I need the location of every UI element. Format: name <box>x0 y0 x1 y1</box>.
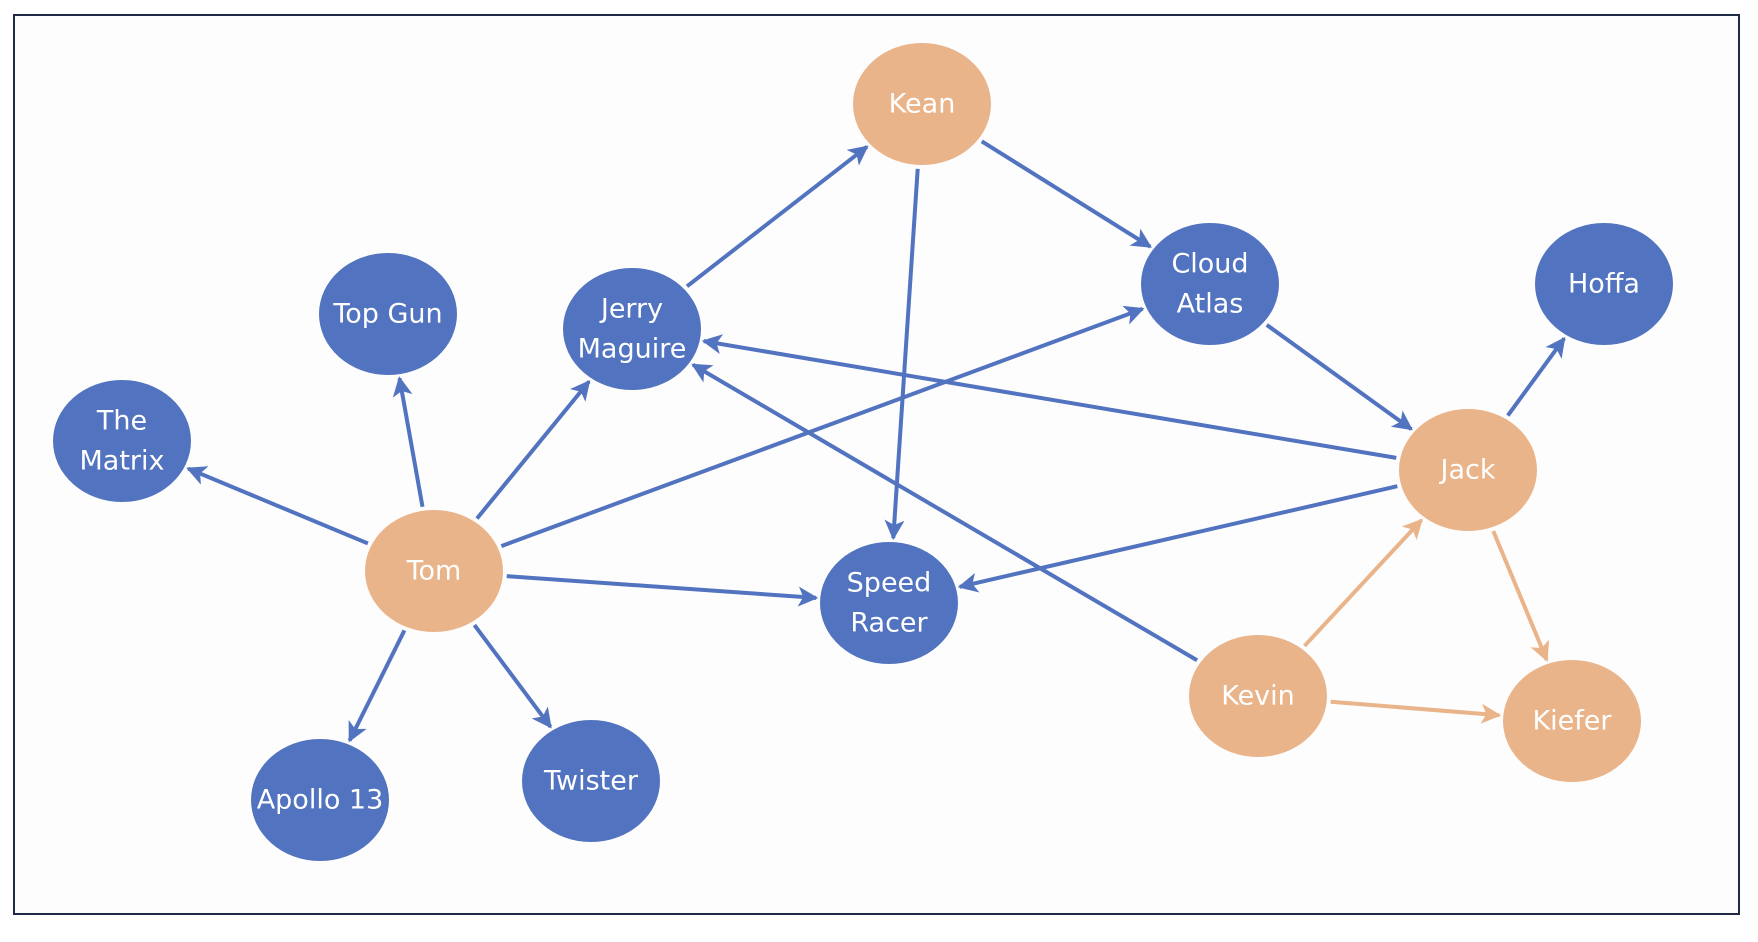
edge-tom-to-cloud-atlas <box>500 305 1145 548</box>
node-tom[interactable]: Tom <box>365 510 503 632</box>
node-shape[interactable] <box>820 542 958 664</box>
edge-jack-to-speed-racer <box>957 484 1398 593</box>
node-label: Racer <box>850 608 928 639</box>
node-label: Maguire <box>578 334 687 365</box>
node-hoffa[interactable]: Hoffa <box>1535 223 1673 345</box>
node-shape[interactable] <box>319 253 457 375</box>
node-shape[interactable] <box>522 720 660 842</box>
node-kean[interactable]: Kean <box>853 43 991 165</box>
node-jack[interactable]: Jack <box>1399 409 1537 531</box>
node-kevin[interactable]: Kevin <box>1189 635 1327 757</box>
edge-tom-to-apollo-13 <box>347 629 407 743</box>
node-label: Kean <box>889 89 956 120</box>
node-label: Matrix <box>79 446 164 477</box>
edge-jack-to-hoffa <box>1506 336 1566 417</box>
node-label: Apollo 13 <box>257 785 384 816</box>
node-label: Speed <box>847 568 932 599</box>
edge-kean-to-cloud-atlas <box>980 139 1152 249</box>
node-label: The <box>96 406 147 437</box>
node-label: Atlas <box>1177 289 1244 320</box>
node-label: Top Gun <box>332 299 442 330</box>
node-shape[interactable] <box>1535 223 1673 345</box>
node-kiefer[interactable]: Kiefer <box>1503 660 1641 782</box>
node-shape[interactable] <box>1189 635 1327 757</box>
edge-tom-to-jerry-maguire <box>475 379 591 520</box>
node-label: Kevin <box>1221 681 1295 712</box>
node-shape[interactable] <box>365 510 503 632</box>
edge-kevin-to-jerry-maguire <box>691 363 1199 662</box>
node-label: Jack <box>1439 455 1496 486</box>
edge-cloud-atlas-to-jack <box>1265 323 1413 431</box>
edge-tom-to-the-matrix <box>186 466 369 546</box>
node-apollo-13[interactable]: Apollo 13 <box>251 739 389 861</box>
node-shape[interactable] <box>1141 223 1279 345</box>
edge-jerry-maguire-to-kean <box>685 145 869 288</box>
node-label: Twister <box>543 766 639 797</box>
node-shape[interactable] <box>563 268 701 390</box>
node-shape[interactable] <box>1399 409 1537 531</box>
node-shape[interactable] <box>853 43 991 165</box>
node-label: Jerry <box>599 294 663 325</box>
edges-layer <box>186 139 1566 743</box>
node-shape[interactable] <box>251 739 389 861</box>
node-twister[interactable]: Twister <box>522 720 660 842</box>
node-label: Cloud <box>1171 249 1248 280</box>
edge-kevin-to-jack <box>1303 518 1423 648</box>
node-shape[interactable] <box>53 380 191 502</box>
edge-tom-to-top-gun <box>392 376 425 508</box>
edge-kevin-to-kiefer <box>1330 699 1502 724</box>
node-label: Tom <box>406 556 462 587</box>
node-top-gun[interactable]: Top Gun <box>319 253 457 375</box>
edge-tom-to-speed-racer <box>506 574 819 607</box>
edge-kean-to-speed-racer <box>884 168 920 541</box>
edge-jack-to-kiefer <box>1491 530 1550 662</box>
node-label: Kiefer <box>1532 706 1612 737</box>
edge-jack-to-jerry-maguire <box>701 334 1397 460</box>
node-shape[interactable] <box>1503 660 1641 782</box>
node-label: Hoffa <box>1568 269 1640 300</box>
edge-tom-to-twister <box>472 623 553 729</box>
